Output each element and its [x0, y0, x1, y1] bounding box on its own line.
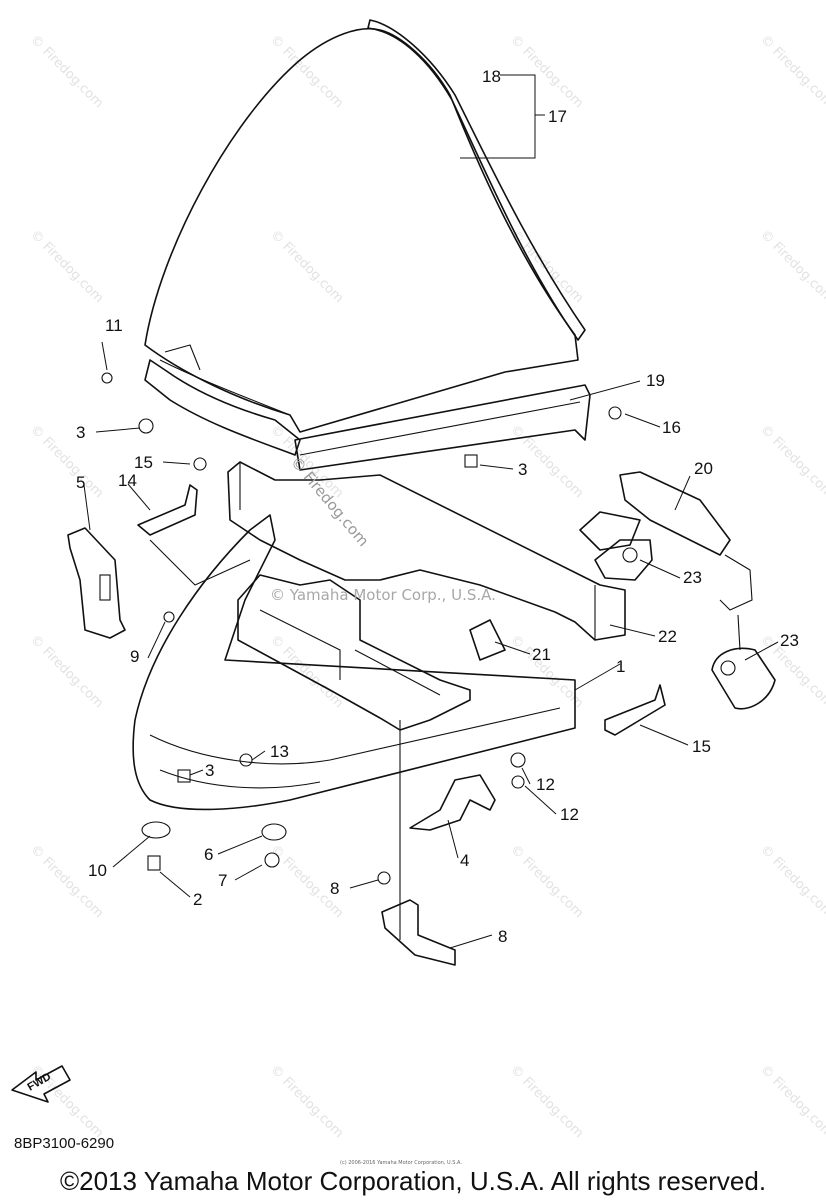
- fine-print: (c) 2006-2016 Yamaha Motor Corporation, …: [340, 1160, 462, 1166]
- bracket-14: [137, 484, 251, 586]
- leader-lines: [83, 74, 779, 949]
- mount-23-upper: [594, 539, 653, 581]
- watermark-text: © Firedog.com: [507, 32, 586, 111]
- watermark-text: © Firedog.com: [757, 32, 826, 111]
- watermark-text: © Firedog.com: [267, 1062, 346, 1141]
- copyright-notice: ©2013 Yamaha Motor Corporation, U.S.A. A…: [59, 1166, 767, 1196]
- cross-member: [227, 461, 626, 641]
- callout-10: 10: [88, 861, 107, 880]
- callout-16: 17: [548, 107, 567, 126]
- callout-19: 20: [694, 459, 713, 478]
- bracket-4: [409, 774, 496, 831]
- callout-23a: 23: [683, 568, 702, 587]
- callout-labels: 18 17 19 16 3 20 23 23 22 21 1 15 11 3 1…: [76, 67, 799, 946]
- center-watermark: © Firedog.com: [287, 453, 372, 550]
- windshield: [144, 19, 586, 433]
- callout-1: 1: [616, 657, 625, 676]
- callout-15a: 15: [134, 453, 153, 472]
- center-stamp: © Yamaha Motor Corp., U.S.A.: [270, 586, 496, 604]
- watermark-text: © Firedog.com: [267, 32, 346, 111]
- fasteners: [101, 372, 622, 885]
- part-code: 8BP3100-6290: [14, 1135, 115, 1152]
- bar-21: [381, 720, 456, 966]
- bracket-13: [604, 684, 666, 736]
- callout-3c: 3: [205, 761, 214, 780]
- callout-14: 14: [118, 471, 137, 490]
- callout-21: 8: [498, 927, 507, 946]
- callout-15b: 16: [662, 418, 681, 437]
- watermark-text: © Firedog.com: [27, 422, 106, 501]
- callout-8a: 9: [130, 647, 139, 666]
- watermark-text: © Firedog.com: [507, 1062, 586, 1141]
- hinge-bracket: [579, 471, 753, 611]
- callout-23b: 23: [780, 631, 799, 650]
- callout-4: 4: [460, 851, 469, 870]
- bracket-5: [67, 527, 126, 639]
- watermark-text: © Firedog.com: [757, 842, 826, 921]
- watermark-text: © Firedog.com: [757, 1062, 826, 1141]
- watermark-text: © Firedog.com: [27, 632, 106, 711]
- pad: [469, 619, 506, 661]
- callout-18: 19: [646, 371, 665, 390]
- mount-23-lower: [711, 614, 776, 710]
- lower-cowl: [132, 514, 576, 811]
- callout-12a: 13: [270, 742, 289, 761]
- watermark-text: © Firedog.com: [507, 842, 586, 921]
- callout-7: 7: [218, 871, 227, 890]
- watermark-text: © Firedog.com: [27, 842, 106, 921]
- instrument-box: [237, 574, 471, 731]
- callout-11: 12: [536, 775, 555, 794]
- callout-3b: 3: [518, 460, 527, 479]
- callout-5: 5: [76, 473, 85, 492]
- left-windshield-strip: [144, 344, 301, 456]
- callout-9: 11: [105, 316, 123, 335]
- callout-6: 6: [204, 845, 213, 864]
- callout-2: 2: [193, 890, 202, 909]
- callout-12b: 12: [560, 805, 579, 824]
- watermark-text: © Firedog.com: [27, 32, 106, 111]
- watermark-text: © Firedog.com: [267, 632, 346, 711]
- callout-13: 15: [692, 737, 711, 756]
- callout-22: 22: [658, 627, 677, 646]
- callout-3a: 3: [76, 423, 85, 442]
- watermark-text: © Firedog.com: [757, 227, 826, 306]
- callout-8b: 8: [330, 879, 339, 898]
- callout-17: 18: [482, 67, 501, 86]
- callout-20: 21: [532, 645, 551, 664]
- watermark-text: © Firedog.com: [267, 227, 346, 306]
- watermark-text: © Firedog.com: [757, 422, 826, 501]
- windshield-bracket: [294, 384, 591, 471]
- watermark-text: © Firedog.com: [27, 227, 106, 306]
